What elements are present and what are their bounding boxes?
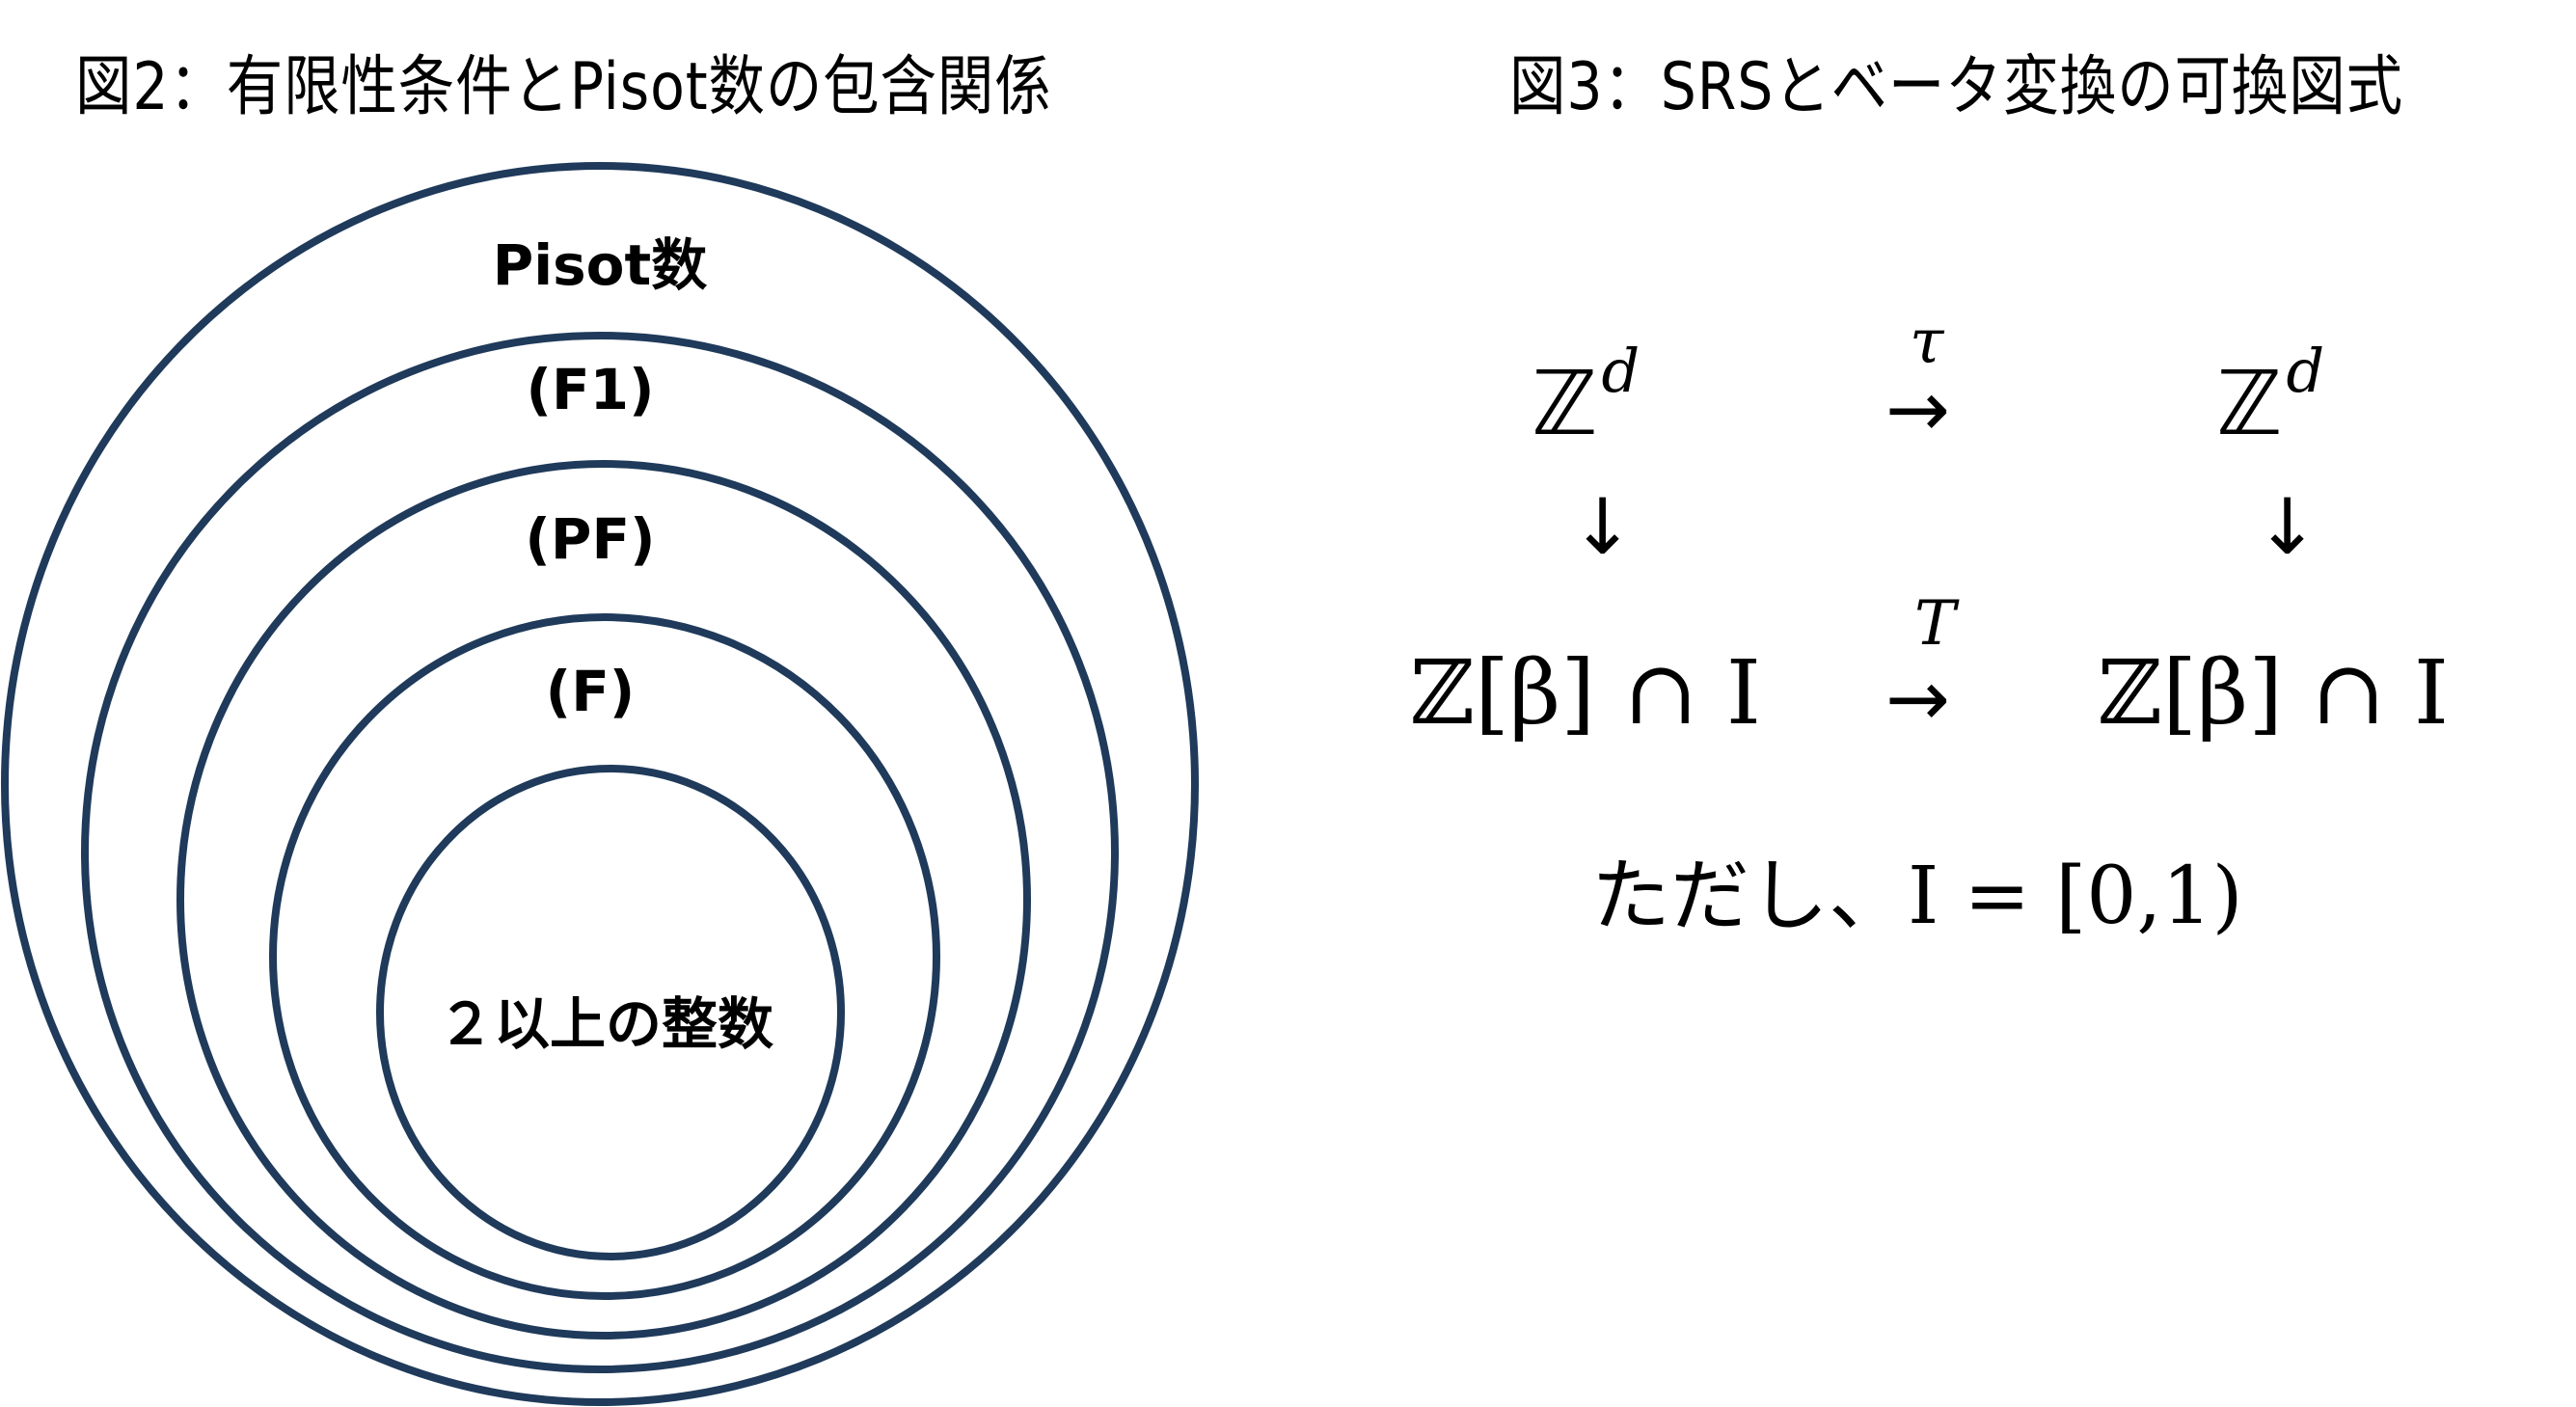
tau-label: τ xyxy=(1910,307,1944,378)
label-pf: (PF) xyxy=(525,506,656,572)
ellipse-pisot xyxy=(1,162,1199,1406)
zd-sup-right: d xyxy=(2286,336,2325,406)
ellipse-f xyxy=(269,613,940,1300)
right-down-arrow-icon: ↓ xyxy=(2255,482,2320,572)
zd-base-right: ℤ xyxy=(2216,352,2283,455)
t-label: T xyxy=(1914,588,1956,660)
top-right-node: ℤd xyxy=(2216,336,2324,455)
left-down-arrow-icon: ↓ xyxy=(1570,482,1636,572)
bottom-arrow-icon: → xyxy=(1885,654,1951,744)
bottom-right-node: ℤ[β] ∩ I xyxy=(2098,641,2450,744)
label-f: (F) xyxy=(545,659,636,724)
ellipse-pf xyxy=(176,460,1031,1339)
figure3-title: 図3：SRSとベータ変換の可換図式 xyxy=(1509,49,2403,125)
label-integers: ２以上の整数 xyxy=(437,991,774,1057)
label-f1: (F1) xyxy=(526,357,655,422)
inclusion-diagram xyxy=(1,162,1199,1406)
label-pisot: Pisot数 xyxy=(492,232,708,298)
figure2-title: 図2：有限性条件とPisot数の包含関係 xyxy=(75,49,1052,125)
top-left-node: ℤd xyxy=(1532,336,1640,455)
ellipse-integers xyxy=(376,765,845,1260)
ellipse-f1 xyxy=(81,332,1119,1373)
top-arrow-icon: → xyxy=(1885,365,1951,454)
bottom-left-node: ℤ[β] ∩ I xyxy=(1410,641,1762,744)
zd-sup: d xyxy=(1601,336,1641,406)
zd-base: ℤ xyxy=(1532,352,1598,455)
interval-note: ただし、I = [0,1) xyxy=(1591,851,2243,942)
